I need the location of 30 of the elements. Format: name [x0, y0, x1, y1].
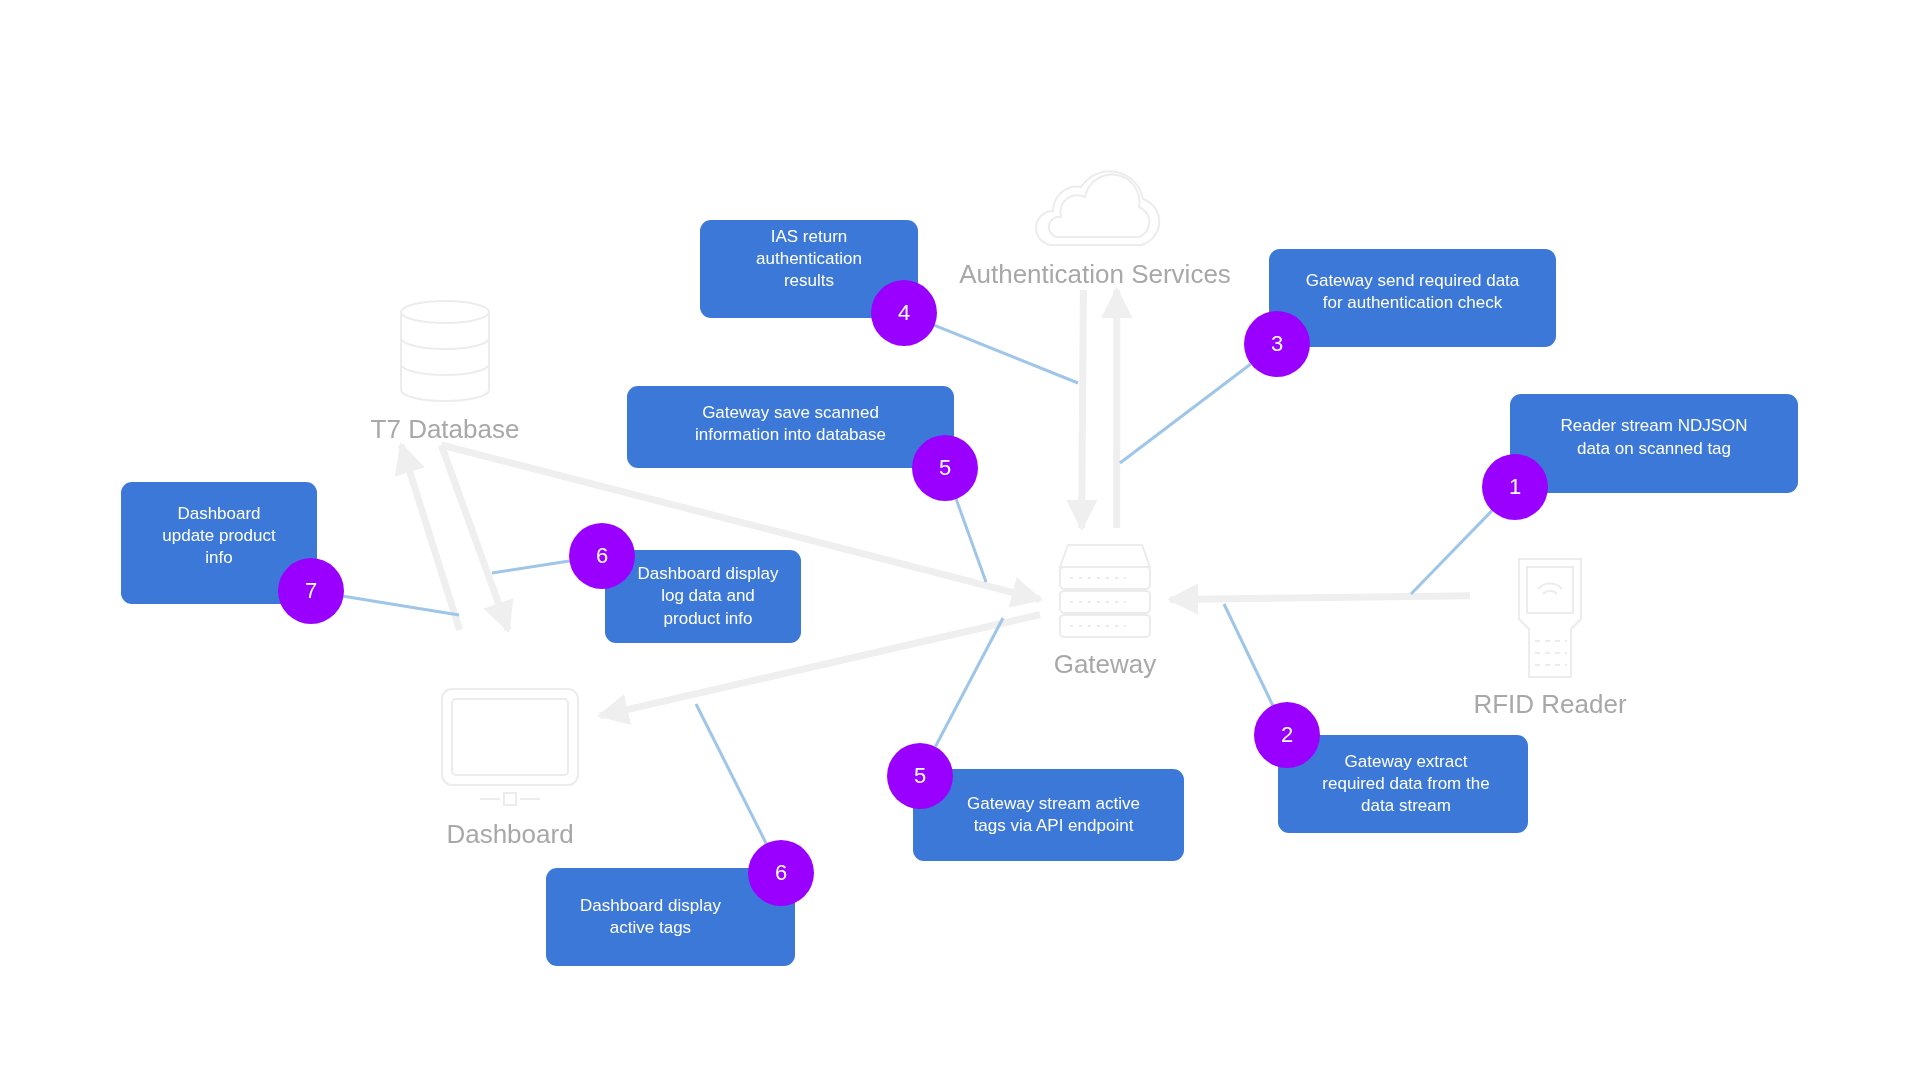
- leader-line: [934, 617, 1005, 748]
- flow-arrow: [1066, 289, 1098, 532]
- leader-line: [1119, 362, 1252, 465]
- flow-arrow: [1101, 286, 1133, 528]
- flow-arrow: [437, 443, 514, 633]
- step-number-badge: 1: [1482, 454, 1548, 520]
- step-number-badge: 5: [887, 743, 953, 809]
- leader-line: [1409, 509, 1494, 596]
- leader-line: [954, 498, 988, 583]
- component-label: T7 Database: [370, 414, 520, 445]
- component-label: Authentication Services: [959, 259, 1231, 290]
- component-label: RFID Reader: [1473, 689, 1627, 720]
- leader-line: [491, 559, 570, 575]
- flow-arrow: [596, 611, 1041, 725]
- leader-line: [934, 323, 1079, 385]
- leader-line: [343, 594, 460, 617]
- component-label: Dashboard: [446, 819, 574, 850]
- step-number-badge: 7: [278, 558, 344, 624]
- step-number-badge: 2: [1254, 702, 1320, 768]
- leader-line: [1222, 603, 1275, 706]
- step-number-badge: 6: [748, 840, 814, 906]
- step-number-badge: 5: [912, 435, 978, 501]
- step-number-badge: 6: [569, 523, 635, 589]
- leader-line: [694, 703, 768, 845]
- flow-arrow: [440, 441, 1044, 608]
- flow-arrow: [394, 442, 463, 632]
- step-number-badge: 4: [871, 280, 937, 346]
- step-number-badge: 3: [1244, 311, 1310, 377]
- component-label: Gateway: [1053, 649, 1157, 680]
- flow-arrow: [1166, 583, 1471, 615]
